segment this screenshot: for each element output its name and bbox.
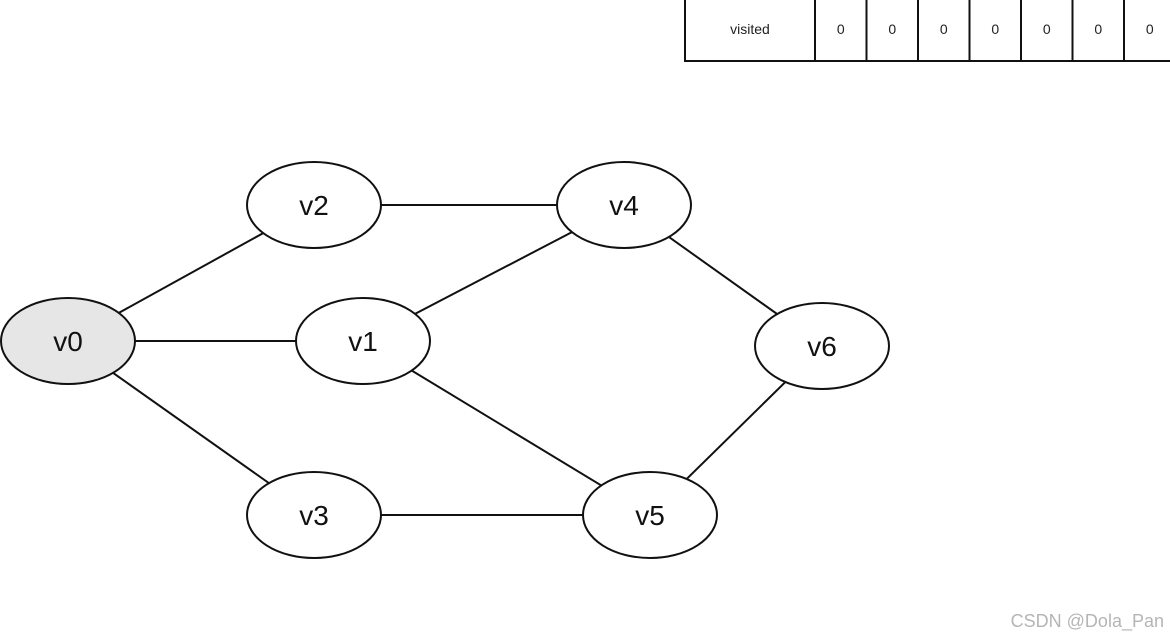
node-ellipse <box>556 161 692 249</box>
node-v5: v5 <box>582 471 718 559</box>
table-cell <box>814 0 868 62</box>
watermark: CSDN @Dola_Pan <box>1010 611 1164 631</box>
table-cell-value: 0 <box>837 21 845 37</box>
node-ellipse <box>0 297 136 385</box>
node-ellipse <box>754 302 890 390</box>
table-header-label: visited <box>730 21 770 37</box>
table-cell <box>865 0 919 62</box>
node-label: v5 <box>635 500 665 531</box>
table-cell <box>1123 0 1170 62</box>
node-v4: v4 <box>556 161 692 249</box>
visited-table: visited 0 0 0 0 0 0 0 <box>684 0 1170 62</box>
table-cell <box>1071 0 1125 62</box>
node-label: v3 <box>299 500 329 531</box>
node-ellipse <box>246 161 382 249</box>
node-label: v4 <box>609 190 639 221</box>
node-v1: v1 <box>295 297 431 385</box>
table-cell <box>968 0 1022 62</box>
node-v3: v3 <box>246 471 382 559</box>
table-cell-value: 0 <box>940 21 948 37</box>
table-cell-value: 0 <box>1043 21 1051 37</box>
node-ellipse <box>246 471 382 559</box>
graph-edges <box>67 204 823 516</box>
node-v6: v6 <box>754 302 890 390</box>
node-label: v6 <box>807 331 837 362</box>
node-label: v1 <box>348 326 378 357</box>
node-ellipse <box>295 297 431 385</box>
table-cell-value: 0 <box>1146 21 1154 37</box>
graph-nodes: v0 v1 v2 v3 v4 v5 v6 <box>0 161 890 559</box>
table-cell <box>917 0 971 62</box>
table-cell-value: 0 <box>991 21 999 37</box>
table-cell-value: 0 <box>888 21 896 37</box>
node-ellipse <box>582 471 718 559</box>
table-header-cell <box>684 0 816 62</box>
table-cell-value: 0 <box>1094 21 1102 37</box>
node-v0: v0 <box>0 297 136 385</box>
node-label: v0 <box>53 326 83 357</box>
table-cell <box>1020 0 1074 62</box>
node-label: v2 <box>299 190 329 221</box>
node-v2: v2 <box>246 161 382 249</box>
